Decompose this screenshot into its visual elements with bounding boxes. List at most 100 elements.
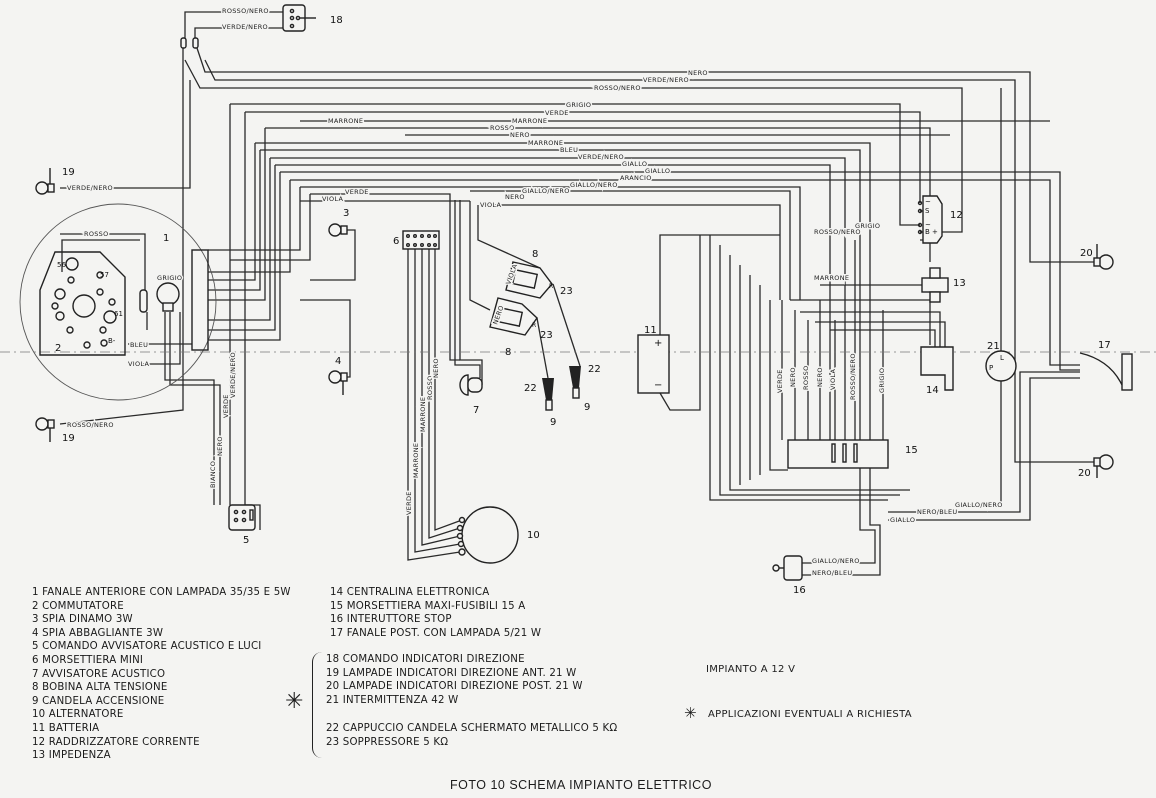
headlamp-terminal-block — [191, 249, 209, 351]
battery — [637, 334, 670, 394]
legend-item: 15 MORSETTIERA MAXI-FUSIBILI 15 A — [330, 600, 526, 612]
component-number: 17 — [1098, 340, 1111, 351]
legend-suppression: 22 CAPPUCCIO CANDELA SCHERMATO METALLICO… — [326, 722, 617, 749]
wire-label: MARRONE — [512, 117, 547, 125]
wire-label: GIALLO — [645, 167, 670, 175]
wire-label: MARRONE — [814, 274, 849, 282]
horn-lights-switch — [228, 504, 256, 531]
wire-label: VIOLA — [480, 201, 501, 209]
wire — [61, 239, 140, 272]
component-number: 23 — [560, 286, 573, 297]
terminal-ac1: ~ — [925, 198, 931, 206]
wire — [470, 190, 791, 300]
wire-label: VERDE — [405, 491, 413, 515]
component-number: 7 — [473, 405, 479, 416]
wire-label: GIALLO/NERO — [812, 557, 860, 565]
wire — [128, 312, 181, 365]
wire — [421, 249, 461, 546]
optional-note: APPLICAZIONI EVENTUALI A RICHIESTA — [708, 709, 912, 720]
legend-item: 6 MORSETTIERA MINI — [32, 654, 144, 666]
terminal-b-minus: B- — [108, 337, 116, 345]
component-number: 20 — [1080, 248, 1093, 259]
terminal-57: 57 — [100, 271, 109, 279]
wire — [164, 312, 215, 505]
wire-label: VERDE — [776, 369, 784, 393]
wire-label: GRIGIO — [157, 274, 182, 282]
wire — [280, 171, 1080, 371]
legend-right: 14 CENTRALINA ELETTRONICA 15 MORSETTIERA … — [330, 586, 541, 640]
suppressor-r2: R — [532, 322, 536, 329]
wire-label: VERDE/NERO — [229, 352, 237, 398]
wire-label: VIOLA — [128, 360, 149, 368]
component-number: 12 — [950, 210, 963, 221]
wire-label: ROSSO/NERO — [849, 353, 857, 400]
component-number: 6 — [393, 236, 399, 247]
wire — [428, 249, 461, 539]
component-number: 22 — [588, 364, 601, 375]
wire-label: ROSSO — [802, 365, 810, 390]
wire-label: MARRONE — [328, 117, 363, 125]
component-number: 9 — [584, 402, 590, 413]
component-number: 10 — [527, 530, 540, 541]
component-number: 11 — [644, 325, 657, 336]
component-number: 1 — [163, 233, 169, 244]
wire — [208, 172, 281, 341]
wire — [815, 321, 946, 347]
wire — [310, 229, 356, 281]
rear-indicator-lamp-top — [1093, 244, 1114, 270]
wire — [184, 59, 963, 233]
terminal-ac2: ~ — [925, 221, 931, 229]
wire-label: BLEU — [560, 146, 578, 154]
wire — [230, 194, 311, 261]
component-number: 8 — [505, 347, 511, 358]
component-number: 16 — [793, 585, 806, 596]
wire — [459, 200, 483, 385]
mini-terminal-block — [402, 230, 440, 250]
wire-label: NERO/BLEU — [917, 508, 957, 516]
wire-label: VIOLA — [504, 263, 519, 286]
fuse-icon — [139, 289, 148, 313]
legend-item: 2 COMMUTATORE — [32, 600, 124, 612]
legend-item: 12 RADDRIZZATORE CORRENTE — [32, 736, 200, 748]
wire — [536, 317, 549, 379]
legend-item: 23 SOPPRESSORE 5 KΩ — [326, 736, 449, 748]
battery-minus: − — [654, 380, 662, 391]
wire — [830, 329, 936, 347]
wire — [59, 48, 184, 425]
wire-label: NERO — [816, 367, 824, 387]
wire-label: NERO — [216, 436, 224, 456]
wire-label: ROSSO — [490, 124, 515, 132]
wire-label: VERDE — [222, 394, 230, 418]
voltage-note: IMPIANTO A 12 V — [706, 664, 796, 675]
wire — [802, 468, 876, 564]
component-numbers: 1234567889910111213141516171819192020212… — [55, 15, 1111, 596]
legend-item: 22 CAPPUCCIO CANDELA SCHERMATO METALLICO… — [326, 723, 618, 734]
wire-label: ROSSO/NERO — [67, 421, 114, 429]
wire — [290, 179, 1080, 366]
wire — [434, 249, 463, 531]
component-number: 19 — [62, 433, 75, 444]
wire-label: GRIGIO — [566, 101, 591, 109]
wire — [659, 235, 701, 411]
legend-item: 3 SPIA DINAMO 3W — [32, 614, 133, 626]
terminal-56: 56 — [57, 261, 66, 269]
wire — [255, 142, 871, 440]
component-number: 3 — [343, 208, 349, 219]
wire-label: VERDE/NERO — [578, 153, 624, 161]
wire — [300, 299, 351, 378]
wire-label: BIANCO — [209, 461, 217, 488]
component-number: 21 — [987, 341, 1000, 352]
tail-lamp — [1079, 352, 1133, 391]
stop-switch — [772, 555, 803, 581]
electronic-control-unit — [920, 346, 954, 391]
wire — [60, 233, 146, 290]
component-number: 4 — [335, 356, 341, 367]
wire-label: VERDE/NERO — [222, 23, 268, 31]
component-number: 22 — [524, 383, 537, 394]
optional-star-icon: ✳ — [285, 688, 304, 713]
wire-label: GIALLO/NERO — [955, 501, 1003, 509]
wire-label: NERO — [505, 193, 525, 201]
legend-item: 14 CENTRALINA ELETTRONICA — [330, 587, 490, 598]
rectifier — [917, 195, 943, 244]
